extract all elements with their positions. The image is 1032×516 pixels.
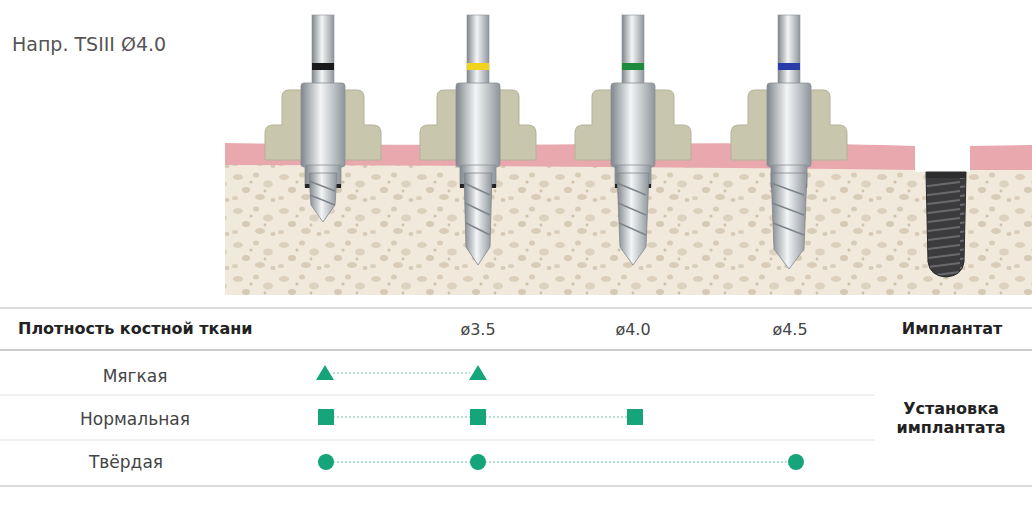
- diameter-label: ø3.5: [460, 320, 495, 339]
- gum: [970, 145, 1032, 170]
- column-header: Плотность костной ткани: [18, 319, 253, 338]
- bone: [225, 160, 1032, 295]
- drill: [265, 15, 381, 222]
- implant: [926, 172, 966, 277]
- diameter-label: ø4.5: [772, 320, 807, 339]
- row-label: Нормальная: [80, 409, 190, 429]
- row-label: Твёрдая: [89, 452, 163, 472]
- drill: [575, 15, 691, 265]
- drill: [731, 15, 847, 269]
- figure-title: Напр. TSIII Ø4.0: [12, 33, 166, 56]
- table-rules: [0, 308, 1032, 486]
- table-cell: Установка имплантата: [876, 399, 1026, 437]
- row-label: Мягкая: [103, 366, 168, 386]
- drill: [420, 15, 536, 265]
- markers: [316, 365, 804, 470]
- gum-gap: [915, 146, 970, 172]
- diameter-label: ø4.0: [615, 320, 650, 339]
- column-header: Имплантат: [902, 319, 1002, 338]
